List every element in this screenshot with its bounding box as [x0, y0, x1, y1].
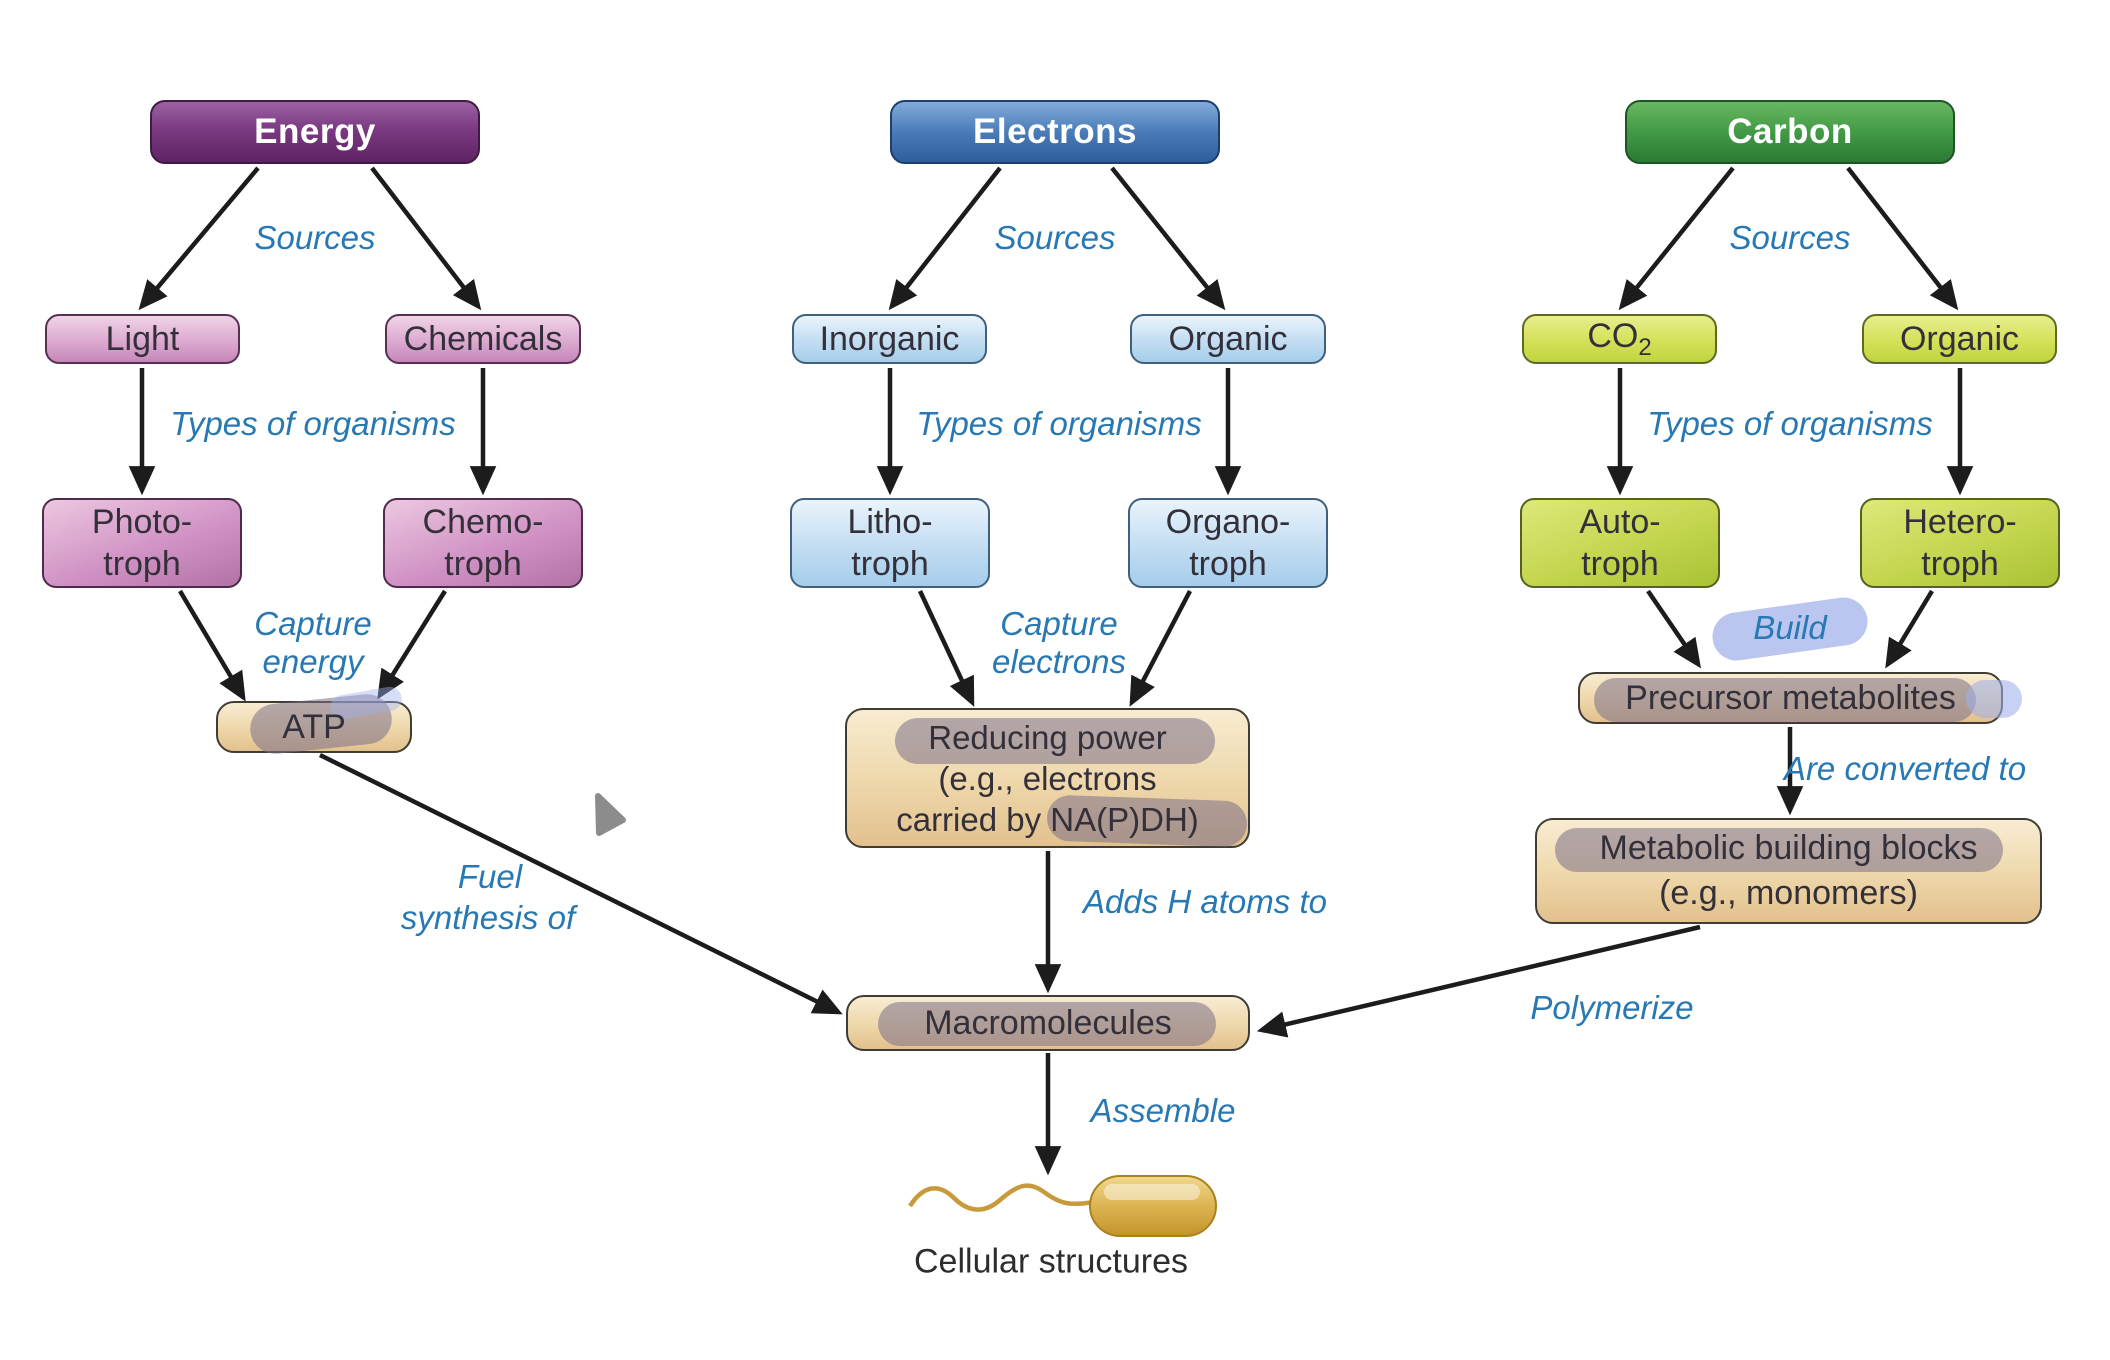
building-blocks-box: Metabolic building blocks (e.g., monomer… — [1535, 818, 2042, 924]
arrow-lithotroph-to-reducing-power — [917, 590, 975, 707]
arrow-energy-to-light — [138, 166, 260, 311]
light-box: Light — [45, 314, 240, 364]
are-converted-to-label: Are converted to — [1783, 750, 2027, 787]
precursor-metabolites-label: Precursor metabolites — [1625, 678, 1956, 717]
heterotroph-box: Hetero- troph — [1860, 498, 2060, 588]
arrow-electrons-to-organic — [1110, 166, 1226, 311]
arrow-atp-to-macromolecules — [318, 752, 843, 1015]
lithotroph-box: Litho- troph — [790, 498, 990, 588]
phototroph-label: Photo- troph — [91, 503, 193, 583]
energy-header-box: Energy — [150, 100, 480, 164]
electrons-types-label: Types of organisms — [916, 405, 1202, 442]
organotroph-box: Organo- troph — [1128, 498, 1328, 588]
energy-header-label: Energy — [254, 112, 376, 151]
capture-electrons-label-line1: Capture — [1000, 605, 1118, 642]
arrow-chemotroph-to-atp — [377, 589, 447, 700]
macromolecules-label: Macromolecules — [924, 1003, 1172, 1042]
reducing-power-box: Reducing power (e.g., electrons carried … — [845, 708, 1250, 848]
mouse-cursor-icon — [595, 793, 626, 836]
carbon-sources-label: Sources — [1729, 219, 1851, 256]
co2-label: CO2 — [1587, 316, 1652, 361]
precursor-highlight-lavender — [1966, 680, 2022, 718]
carbon-header-box: Carbon — [1625, 100, 1955, 164]
bacterium-highlight — [1104, 1184, 1200, 1200]
arrow-building-blocks-to-macromolecules — [1256, 924, 1701, 1038]
atp-box: ATP — [216, 684, 412, 757]
inorganic-label: Inorganic — [819, 319, 960, 358]
arrow-carbon-to-co2 — [1618, 166, 1735, 311]
bacterium-flagellum — [908, 1183, 1095, 1212]
light-label: Light — [105, 319, 180, 358]
organic-carbon-box: Organic — [1862, 314, 2057, 364]
arrow-energy-to-chemicals — [370, 166, 482, 311]
chemotroph-label: Chemo- troph — [422, 503, 544, 583]
energy-types-label: Types of organisms — [170, 405, 456, 442]
lithotroph-label: Litho- troph — [847, 503, 933, 583]
arrow-carbon-to-organic — [1846, 166, 1959, 311]
arrow-heterotroph-to-precursor — [1885, 589, 1934, 669]
carbon-header-label: Carbon — [1727, 112, 1853, 151]
polymerize-label: Polymerize — [1530, 989, 1694, 1026]
adds-h-atoms-label: Adds H atoms to — [1083, 883, 1327, 920]
build-label: Build — [1753, 609, 1827, 646]
macromolecules-box: Macromolecules — [846, 995, 1250, 1051]
heterotroph-label: Hetero- troph — [1903, 503, 2017, 583]
organotroph-label: Organo- troph — [1165, 503, 1291, 583]
arrow-electrons-to-inorganic — [888, 166, 1002, 311]
arrow-autotroph-to-precursor — [1646, 589, 1702, 669]
macromolecules-highlight — [878, 1002, 1216, 1046]
capture-electrons-label-line2: electrons — [992, 643, 1126, 680]
chemicals-label: Chemicals — [403, 319, 563, 358]
organic-electrons-label: Organic — [1168, 319, 1288, 358]
co2-box: CO2 — [1522, 314, 1717, 364]
building-blocks-highlight — [1555, 828, 2003, 872]
assemble-label: Assemble — [1090, 1092, 1236, 1129]
organic-electrons-box: Organic — [1130, 314, 1326, 364]
arrow-organotroph-to-reducing-power — [1129, 589, 1192, 707]
electrons-header-box: Electrons — [890, 100, 1220, 164]
electrons-header-label: Electrons — [973, 112, 1137, 151]
chemicals-box: Chemicals — [385, 314, 581, 364]
cellular-structures-label: Cellular structures — [914, 1242, 1188, 1281]
building-blocks-label: Metabolic building blocks (e.g., monomer… — [1599, 829, 1978, 912]
chemotroph-box: Chemo- troph — [383, 498, 583, 588]
autotroph-label: Auto- troph — [1579, 503, 1661, 583]
carbon-types-label: Types of organisms — [1647, 405, 1933, 442]
reducing-power-highlight — [895, 718, 1215, 764]
bacterium-body — [1089, 1175, 1217, 1237]
precursor-highlight — [1594, 678, 1976, 722]
bacterium-icon — [908, 1175, 1217, 1237]
organic-carbon-label: Organic — [1899, 319, 2020, 358]
phototroph-box: Photo- troph — [42, 498, 242, 588]
reducing-power-label: Reducing power (e.g., electrons carried … — [896, 718, 1199, 838]
fuel-synthesis-label-line1: Fuel — [457, 858, 523, 895]
autotroph-box: Auto- troph — [1520, 498, 1720, 588]
arrow-phototroph-to-atp — [178, 589, 246, 702]
electrons-sources-label: Sources — [994, 219, 1116, 256]
precursor-metabolites-box: Precursor metabolites — [1578, 672, 2022, 724]
inorganic-box: Inorganic — [792, 314, 987, 364]
atp-label: ATP — [282, 707, 346, 746]
capture-energy-label-line2: energy — [262, 643, 364, 680]
fuel-synthesis-label-line2: synthesis of — [400, 899, 576, 936]
capture-energy-label-line1: Capture — [254, 605, 372, 642]
energy-sources-label: Sources — [254, 219, 376, 256]
